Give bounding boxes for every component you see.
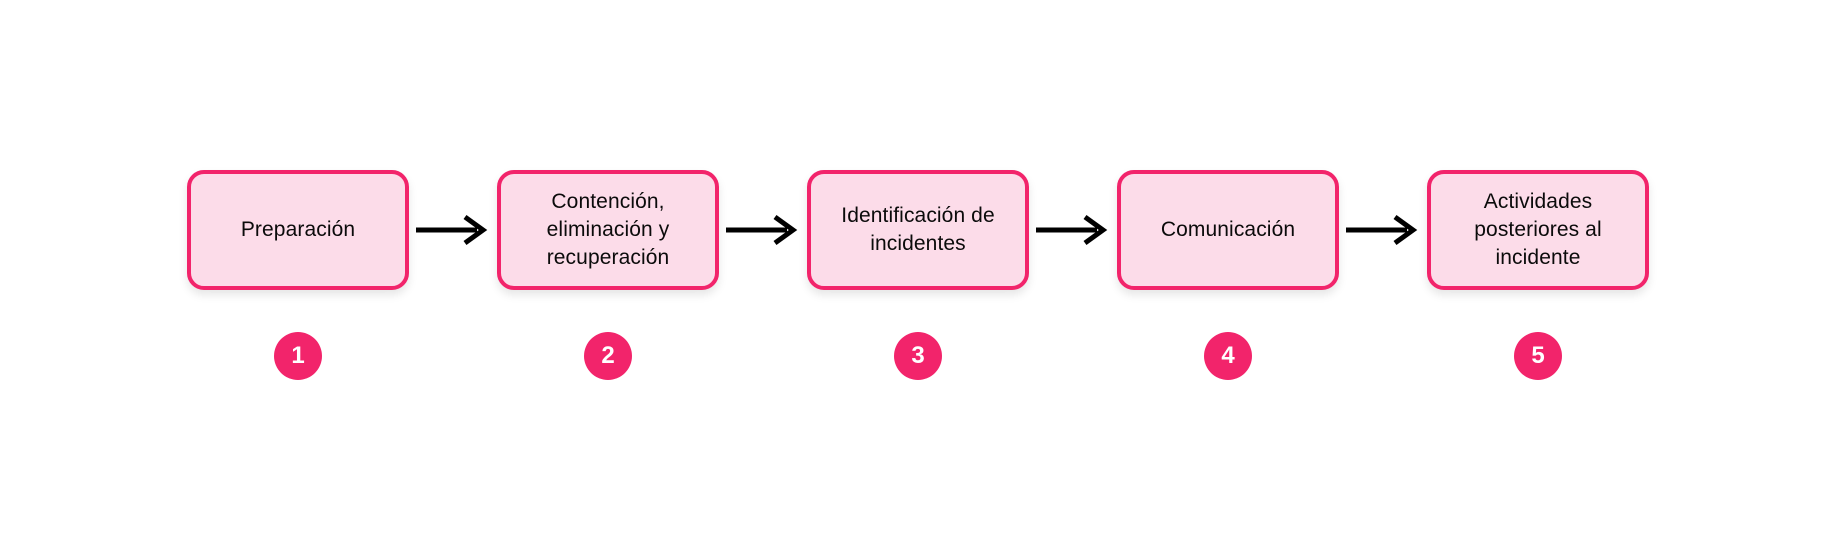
step-number-text-4: 4	[1221, 342, 1235, 369]
connector-4-to-5	[1339, 170, 1427, 290]
connector-2-to-3	[719, 170, 807, 290]
step-label-5: Actividades posteriores al incidente	[1474, 190, 1602, 269]
step-number-text-2: 2	[601, 342, 615, 369]
step-label-4: Comunicación	[1160, 218, 1296, 241]
connector-1-to-2	[409, 170, 497, 290]
step-number-text-1: 1	[291, 342, 305, 369]
step-box-1[interactable]: Preparación	[187, 170, 409, 290]
step-label-1: Preparación	[240, 218, 356, 241]
flow-step-1[interactable]: Preparación 1	[187, 170, 409, 380]
step-number-text-3: 3	[911, 342, 925, 369]
connector-3-to-4	[1029, 170, 1117, 290]
step-number-badge-4: 4	[1204, 332, 1252, 380]
arrow-right-icon	[1036, 214, 1108, 246]
flow-step-2[interactable]: Contención, eliminación y recuperación 2	[497, 170, 719, 380]
arrow-right-icon	[416, 214, 488, 246]
step-number-badge-5: 5	[1514, 332, 1562, 380]
flow-step-4[interactable]: Comunicación 4	[1117, 170, 1339, 380]
step-label-2: Contención, eliminación y recuperación	[546, 190, 670, 269]
step-box-5[interactable]: Actividades posteriores al incidente	[1427, 170, 1649, 290]
step-number-badge-2: 2	[584, 332, 632, 380]
step-box-2[interactable]: Contención, eliminación y recuperación	[497, 170, 719, 290]
step-label-3: Identificación de incidentes	[841, 204, 995, 255]
arrow-right-icon	[726, 214, 798, 246]
step-box-3[interactable]: Identificación de incidentes	[807, 170, 1029, 290]
step-number-badge-1: 1	[274, 332, 322, 380]
step-number-badge-3: 3	[894, 332, 942, 380]
step-number-text-5: 5	[1531, 342, 1545, 369]
arrow-right-icon	[1346, 214, 1418, 246]
flow-step-5[interactable]: Actividades posteriores al incidente 5	[1427, 170, 1649, 380]
flow-step-3[interactable]: Identificación de incidentes 3	[807, 170, 1029, 380]
step-box-4[interactable]: Comunicación	[1117, 170, 1339, 290]
